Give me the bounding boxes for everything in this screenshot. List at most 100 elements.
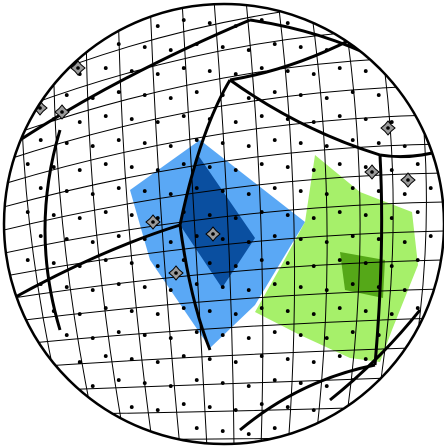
cell-center-dot	[220, 93, 225, 97]
cell-center-dot	[181, 258, 186, 262]
cell-center-dot	[298, 381, 303, 385]
grid-meridian-line	[149, 4, 181, 444]
cell-center-dot	[116, 138, 121, 142]
cell-center-dot	[103, 114, 108, 118]
cell-center-dot	[38, 186, 43, 190]
cell-center-dot	[311, 312, 316, 316]
cell-center-dot	[259, 402, 264, 406]
cell-center-dot	[77, 264, 82, 268]
cell-center-dot	[285, 261, 290, 265]
cell-center-dot	[64, 333, 69, 337]
grid-meridian-line	[117, 4, 154, 444]
cell-center-dot	[259, 210, 264, 214]
cell-center-dot	[90, 96, 95, 100]
cell-center-dot	[194, 186, 199, 190]
cell-center-dot	[363, 117, 368, 121]
cell-center-dot	[402, 240, 407, 244]
cell-center-dot	[90, 384, 95, 388]
cell-center-dot	[233, 312, 238, 316]
cell-center-dot	[337, 114, 342, 118]
cell-center-dot	[168, 384, 173, 388]
grid-latitude-line	[4, 143, 444, 209]
cell-center-dot	[207, 117, 212, 121]
cell-center-dot	[233, 216, 238, 220]
highlight-fills	[130, 140, 418, 362]
cell-center-dot	[64, 285, 69, 289]
cell-center-dot	[90, 240, 95, 244]
cell-center-dot	[168, 144, 173, 148]
cell-center-dot	[129, 357, 134, 361]
cell-center-dot	[155, 72, 160, 76]
cell-center-dot	[246, 48, 251, 52]
cell-center-dot	[376, 189, 381, 193]
cell-center-dot	[311, 360, 316, 364]
cell-center-dot	[181, 18, 186, 22]
star-markers	[32, 60, 416, 281]
cell-center-dot	[350, 90, 355, 94]
cell-center-dot	[181, 402, 186, 406]
cell-center-dot	[324, 96, 329, 100]
patch-boundary	[178, 224, 212, 351]
cell-center-dot	[194, 426, 199, 430]
cell-center-dot	[415, 258, 420, 262]
cell-center-dot	[246, 384, 251, 388]
grid-meridian-line	[213, 4, 235, 444]
cell-center-dot	[207, 21, 212, 25]
cell-center-dot	[116, 42, 121, 46]
cell-center-dot	[259, 162, 264, 166]
cell-center-dot	[376, 93, 381, 97]
cell-center-dot	[168, 240, 173, 244]
cell-center-dot	[207, 357, 212, 361]
cell-center-dot	[337, 162, 342, 166]
cell-center-dot	[207, 69, 212, 73]
cell-center-dot	[233, 264, 238, 268]
cell-center-dot	[194, 90, 199, 94]
cell-center-dot	[142, 285, 147, 289]
cell-center-dot	[246, 240, 251, 244]
cell-center-dot	[311, 408, 316, 412]
cell-center-dot	[337, 210, 342, 214]
grid-latitude-line	[4, 114, 444, 186]
cell-center-dot	[363, 69, 368, 73]
cell-center-dot	[194, 378, 199, 382]
cell-center-dot	[389, 168, 394, 172]
cell-center-dot	[220, 285, 225, 289]
cell-center-dot	[324, 384, 329, 388]
cell-center-dot	[64, 93, 69, 97]
cell-center-dot	[246, 192, 251, 196]
cell-center-dot	[168, 288, 173, 292]
cell-center-dot	[350, 186, 355, 190]
cell-center-dot	[259, 354, 264, 358]
cell-center-dot	[376, 333, 381, 337]
cell-center-dot	[233, 72, 238, 76]
patch-boundary	[178, 79, 232, 226]
cell-center-dot	[64, 237, 69, 241]
cell-center-dot	[116, 234, 121, 238]
cell-center-dot	[90, 192, 95, 196]
cell-center-dot	[25, 210, 30, 214]
cell-center-dot	[311, 216, 316, 220]
cell-center-dot	[233, 168, 238, 172]
cell-center-dot	[103, 306, 108, 310]
cell-center-dot	[77, 312, 82, 316]
cell-center-dot	[181, 210, 186, 214]
star-marker-center	[60, 110, 64, 114]
cell-center-dot	[207, 309, 212, 313]
cell-center-dot	[259, 306, 264, 310]
cell-center-dot	[103, 210, 108, 214]
cell-center-dot	[376, 141, 381, 145]
grid-latitude-line	[4, 259, 444, 301]
cell-center-dot	[402, 144, 407, 148]
cell-center-dot	[337, 306, 342, 310]
cell-center-dot	[233, 24, 238, 28]
cell-center-dot	[51, 261, 56, 265]
cell-center-dot	[272, 234, 277, 238]
cell-center-dot	[103, 162, 108, 166]
cell-center-dot	[402, 192, 407, 196]
cell-center-dot	[38, 138, 43, 142]
cell-center-dot	[337, 258, 342, 262]
cell-center-dot	[259, 114, 264, 118]
